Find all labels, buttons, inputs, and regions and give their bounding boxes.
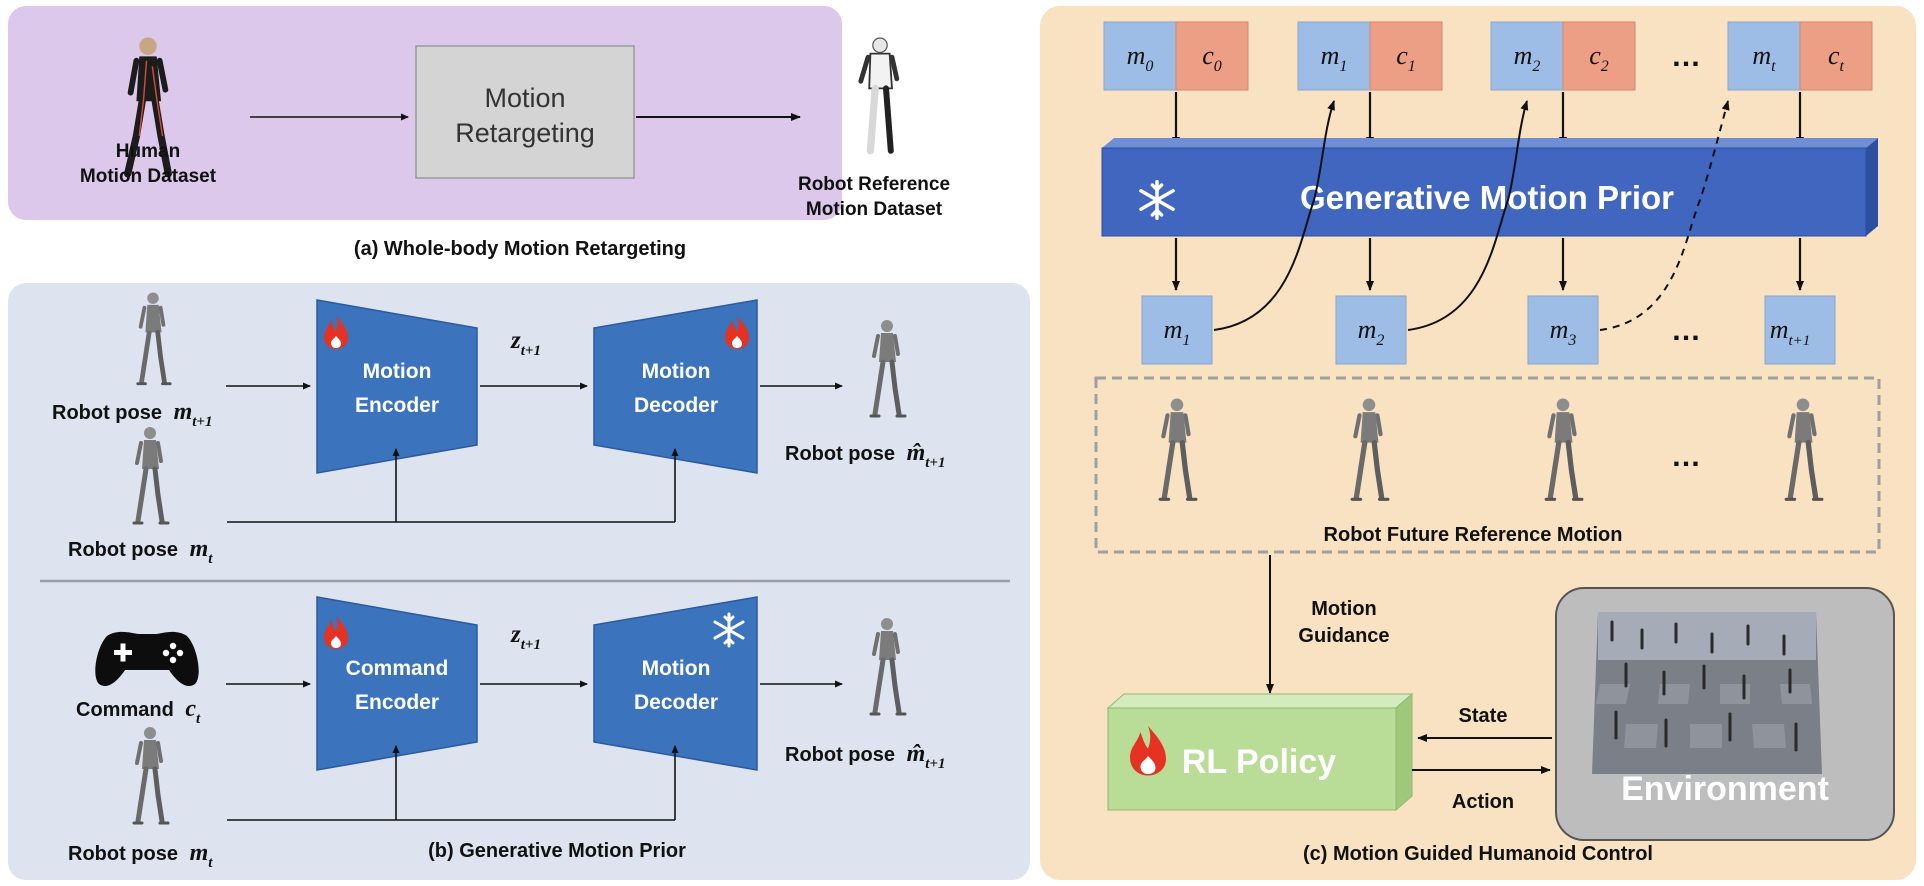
top-latent-label: zt+1 — [510, 327, 541, 359]
environment-label: Environment — [1621, 770, 1829, 808]
output-token-1 — [1141, 295, 1213, 365]
output-token-1-label: m1 — [1164, 315, 1191, 349]
prior-bar-top-face — [1102, 138, 1878, 148]
motion-decoder-top-label-1: Motion — [642, 360, 711, 383]
top-input-label: Robot pose mt+1 — [52, 399, 212, 430]
token-m-1-label: m1 — [1321, 41, 1348, 75]
motion-encoder-label-1: Motion — [363, 360, 432, 383]
output-token-2-label: m2 — [1358, 315, 1385, 349]
token-c-2 — [1562, 21, 1636, 91]
retargeting-label-2: Retargeting — [455, 118, 595, 148]
motion-decoder-top-label-2: Decoder — [634, 394, 718, 417]
token-c-1-label: c1 — [1396, 41, 1416, 75]
panel-b-caption: (b) Generative Motion Prior — [428, 840, 686, 862]
panel-c-caption: (c) Motion Guided Humanoid Control — [1303, 843, 1653, 865]
policy-top-face — [1106, 693, 1414, 709]
token-pair-1: m1 c1 — [1297, 21, 1443, 91]
action-label: Action — [1452, 791, 1514, 813]
token-m-0-label: m0 — [1127, 41, 1154, 75]
prior-bar-side-face — [1866, 138, 1878, 236]
bottom-latent-label: zt+1 — [510, 621, 541, 653]
token-m-2-label: m2 — [1514, 41, 1541, 75]
token-c-0-label: c0 — [1202, 41, 1222, 75]
token-m-t — [1727, 21, 1801, 91]
retargeting-box — [415, 45, 635, 179]
top-output-label: Robot pose m̂t+1 — [785, 440, 945, 471]
token-to-prior-arrows — [1172, 92, 1804, 147]
token-pair-0: m0 c0 — [1103, 21, 1249, 91]
human-figure — [124, 37, 172, 178]
policy-side-face — [1395, 692, 1413, 812]
token-c-t — [1799, 21, 1873, 91]
human-dataset-label-1: Human — [116, 141, 180, 162]
prior-bar — [1101, 147, 1867, 237]
panel-a-caption: (a) Whole-body Motion Retargeting — [354, 238, 686, 260]
output-token-t1 — [1764, 295, 1836, 365]
motion-encoder-label-2: Encoder — [355, 394, 439, 417]
token-c-1 — [1369, 21, 1443, 91]
motion-decoder-block-bottom — [593, 596, 758, 771]
motion-decoder-bottom-label-2: Decoder — [634, 691, 718, 714]
motion-decoder-block-top — [593, 299, 758, 474]
command-encoder-label-2: Encoder — [355, 691, 439, 714]
future-ellipsis: … — [1671, 440, 1701, 473]
robot-reference-figure — [858, 37, 900, 155]
bottom-output-label: Robot pose m̂t+1 — [785, 741, 945, 772]
bottom-input-label: Command ct — [76, 696, 201, 727]
token-c-t-label: ct — [1828, 41, 1845, 75]
token-c-0 — [1175, 21, 1249, 91]
output-token-3 — [1527, 295, 1599, 365]
command-encoder-block — [316, 596, 478, 771]
token-m-2 — [1490, 21, 1564, 91]
top-cond-label: Robot pose mt — [68, 536, 213, 567]
motion-guidance-label-2: Guidance — [1298, 625, 1389, 647]
output-token-2 — [1335, 295, 1407, 365]
prior-to-output-arrows — [1172, 238, 1804, 291]
gamepad-icon — [95, 631, 199, 687]
human-dataset-label-2: Motion Dataset — [80, 166, 217, 187]
robot-dataset-label-2: Motion Dataset — [806, 199, 943, 220]
future-motion-box — [1094, 376, 1881, 554]
command-encoder-label-1: Command — [346, 657, 449, 680]
token-pair-2: m2 c2 — [1490, 21, 1636, 91]
bottom-cond-label: Robot pose mt — [68, 840, 213, 871]
output-token-3-label: m3 — [1550, 315, 1577, 349]
environment-scene — [1592, 612, 1822, 774]
token-m-t-label: mt — [1752, 41, 1776, 75]
token-c-2-label: c2 — [1589, 41, 1609, 75]
output-ellipsis: … — [1671, 314, 1701, 347]
motion-encoder-block — [316, 299, 478, 474]
rl-policy-label: RL Policy — [1182, 743, 1336, 781]
prior-label: Generative Motion Prior — [1300, 179, 1674, 216]
retargeting-label-1: Motion — [484, 83, 565, 113]
motion-decoder-bottom-label-1: Motion — [642, 657, 711, 680]
motion-guidance-label-1: Motion — [1311, 598, 1377, 620]
token-ellipsis: … — [1671, 40, 1701, 73]
autoregressive-feedback — [1213, 100, 1730, 331]
token-pair-t: mt ct — [1727, 21, 1873, 91]
state-label: State — [1459, 705, 1508, 727]
token-m-0 — [1103, 21, 1177, 91]
future-motion-caption: Robot Future Reference Motion — [1324, 524, 1623, 546]
output-token-t1-label: mt+1 — [1770, 315, 1811, 349]
robot-dataset-label-1: Robot Reference — [798, 174, 950, 195]
